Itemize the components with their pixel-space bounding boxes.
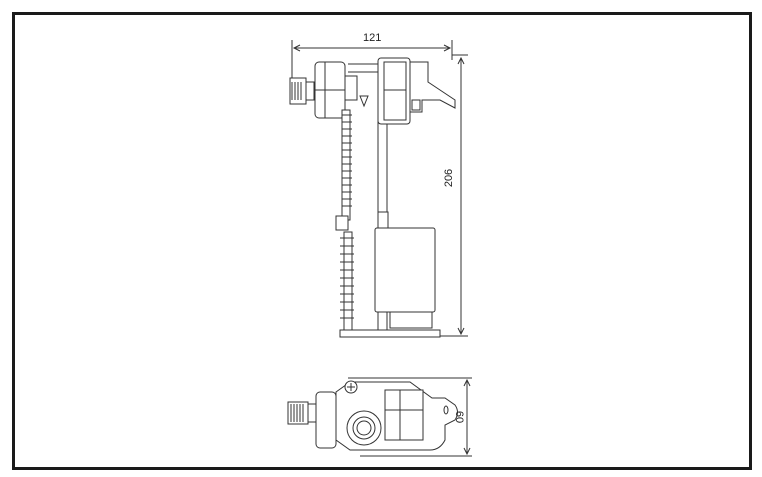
side-view — [289, 57, 456, 338]
height-dimension-label: 206 — [443, 168, 456, 188]
width-dimension — [291, 40, 453, 80]
height-dimension — [430, 54, 468, 337]
top-view — [287, 377, 472, 457]
depth-dimension-label: 60 — [453, 410, 466, 424]
width-dimension-label: 121 — [363, 32, 382, 44]
drawing-frame — [12, 12, 752, 470]
